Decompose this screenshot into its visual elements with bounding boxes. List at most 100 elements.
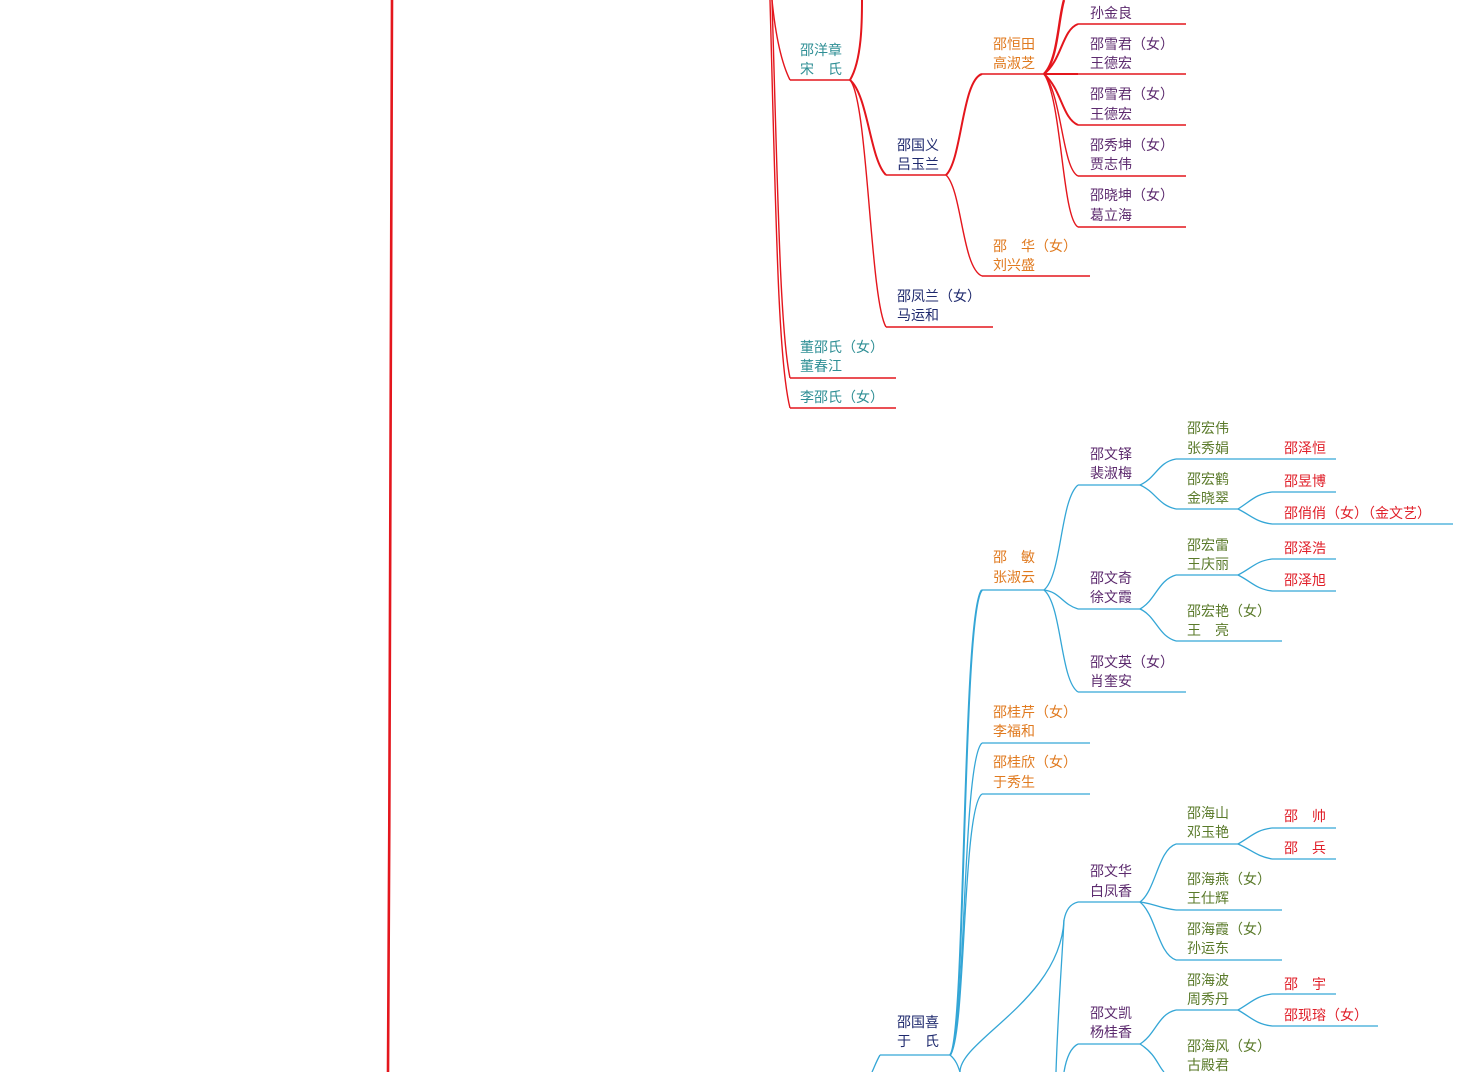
- node-label: 宋 氏: [800, 62, 842, 78]
- link-hengtian-n6: [1043, 73, 1079, 228]
- link-min-wenying: [1043, 589, 1079, 693]
- node-label: 邵宏雷: [1187, 538, 1229, 554]
- link-wenduo-hongwei: [1139, 458, 1177, 486]
- node-label: 邵 兵: [1284, 841, 1326, 857]
- link-honghe-yubo: [1237, 491, 1273, 510]
- node-label: 吕玉兰: [897, 157, 939, 173]
- node-label: 邵国喜: [897, 1015, 939, 1031]
- node-label: 邵昱博: [1284, 473, 1326, 490]
- link-yangzhang-up: [849, 0, 863, 81]
- node-label: 张秀娟: [1187, 441, 1229, 457]
- trunk-yangzhang: [771, 0, 791, 81]
- link-haibo-yu: [1237, 993, 1273, 1011]
- link-hengtian-sun: [1043, 23, 1079, 75]
- node-label: 邵现瑢（女）: [1284, 1007, 1368, 1024]
- link-wenkai-vertical: [1055, 919, 1065, 1072]
- node-label: 邵海霞（女）: [1187, 921, 1271, 938]
- link-guoxi-wenhua: [959, 901, 1079, 1072]
- node-label: 于秀生: [993, 775, 1035, 791]
- node-label: 邵文英（女）: [1090, 654, 1174, 671]
- link-guoxi-min: [949, 589, 983, 1056]
- node-label: 邵洋章: [800, 42, 842, 59]
- node-label: 邵文华: [1090, 864, 1132, 880]
- link-haishan-bing: [1237, 843, 1273, 860]
- link-guoyi-hua: [945, 174, 983, 277]
- node-label: 邵凤兰（女）: [897, 288, 981, 305]
- node-label: 邓玉艳: [1187, 825, 1229, 841]
- link-guoxi-guixin: [949, 793, 983, 1056]
- root-trunk: [386, 0, 394, 1072]
- link-yangzhang-fenglan: [849, 79, 887, 328]
- blue-branch-labels: 邵宏伟 张秀娟 邵泽恒 邵文铎 裴淑梅 邵宏鹤 金晓翠 邵昱博 邵俏俏（女）（金…: [897, 421, 1431, 1072]
- node-label: 邵文奇: [1090, 570, 1132, 587]
- node-label: 白凤香: [1090, 884, 1132, 900]
- node-label: 周秀丹: [1187, 992, 1229, 1008]
- node-label: 邵雪君（女）: [1090, 36, 1174, 53]
- link-guoxi-down: [949, 1054, 961, 1072]
- link-wenqi-hongyan: [1139, 608, 1177, 642]
- link-wenhua-haiyan: [1139, 901, 1177, 911]
- link-honglei-zehao: [1237, 558, 1273, 576]
- node-label: 王仕辉: [1187, 891, 1229, 907]
- node-label: 邵 华（女）: [993, 238, 1077, 255]
- trunk-li: [769, 0, 791, 409]
- node-label: 邵泽恒: [1284, 441, 1326, 457]
- node-label: 张淑云: [993, 570, 1035, 586]
- node-label: 高淑芝: [993, 55, 1035, 72]
- node-label: 杨桂香: [1090, 1025, 1132, 1041]
- node-label: 邵泽浩: [1284, 541, 1326, 557]
- node-label: 邵泽旭: [1284, 573, 1326, 589]
- node-label: 邵雪君（女）: [1090, 86, 1174, 103]
- node-label: 马运和: [897, 308, 939, 324]
- node-label: 邵桂芹（女）: [993, 704, 1077, 721]
- node-label: 李福和: [993, 724, 1035, 740]
- link-wenqi-honglei: [1139, 574, 1177, 610]
- node-label: 邵 敏: [993, 550, 1035, 566]
- link-guoxi-stub: [871, 1054, 881, 1072]
- link-min-wenduo: [1043, 484, 1079, 591]
- node-label: 于 氏: [897, 1034, 939, 1050]
- node-label: 裴淑梅: [1090, 466, 1132, 482]
- node-label: 金晓翠: [1187, 491, 1229, 507]
- node-label: 邵宏鹤: [1187, 472, 1229, 488]
- trunk-dong: [771, 0, 791, 379]
- link-wenduo-honghe: [1139, 484, 1177, 510]
- node-label: 王德宏: [1090, 56, 1132, 72]
- link-haibo-xianrong: [1237, 1009, 1273, 1027]
- node-label: 王 亮: [1187, 622, 1229, 639]
- node-label: 邵海风（女）: [1187, 1038, 1271, 1055]
- node-label: 邵 帅: [1284, 809, 1326, 825]
- node-label: 王庆丽: [1187, 557, 1229, 573]
- node-label: 徐文霞: [1090, 590, 1132, 606]
- node-label: 邵文凯: [1090, 1006, 1132, 1022]
- link-honglei-zexu: [1237, 574, 1273, 592]
- link-honghe-qiaoqiao: [1237, 508, 1273, 525]
- link-guoyi-hengtian: [945, 73, 983, 176]
- link-min-wenqi: [1043, 589, 1079, 610]
- node-label: 董邵氏（女）: [800, 339, 884, 356]
- node-label: 邵国义: [897, 138, 939, 154]
- link-wenhua-haixia: [1139, 901, 1177, 961]
- node-label: 贾志伟: [1090, 157, 1132, 173]
- node-label: 邵海山: [1187, 806, 1229, 822]
- link-hengtian-top: [1043, 0, 1066, 75]
- node-label: 邵宏伟: [1187, 421, 1229, 437]
- link-hengtian-n5: [1043, 73, 1079, 177]
- link-wenhua-haishan: [1139, 843, 1177, 903]
- node-label: 邵秀坤（女）: [1090, 137, 1174, 154]
- node-label: 邵 宇: [1284, 977, 1326, 993]
- node-label: 李邵氏（女）: [800, 389, 884, 406]
- blue-branch-connectors: [871, 458, 1453, 1072]
- red-branch-connectors: [386, 0, 1186, 1072]
- node-label: 邵晓坤（女）: [1090, 187, 1174, 204]
- node-label: 邵海燕（女）: [1187, 871, 1271, 888]
- link-wenkai-haifeng: [1139, 1043, 1165, 1072]
- node-label: 邵桂欣（女）: [993, 754, 1077, 771]
- node-label: 邵文铎: [1090, 447, 1132, 463]
- node-label: 肖奎安: [1090, 674, 1132, 690]
- red-branch-labels: 孙金良 邵洋章 宋 氏 邵恒田 高淑芝 邵雪君（女） 王德宏 邵雪君（女） 王德…: [800, 6, 1174, 406]
- link-guoxi-wenkai: [1063, 1043, 1079, 1072]
- node-label: 刘兴盛: [993, 258, 1035, 274]
- node-label: 孙运东: [1187, 941, 1229, 957]
